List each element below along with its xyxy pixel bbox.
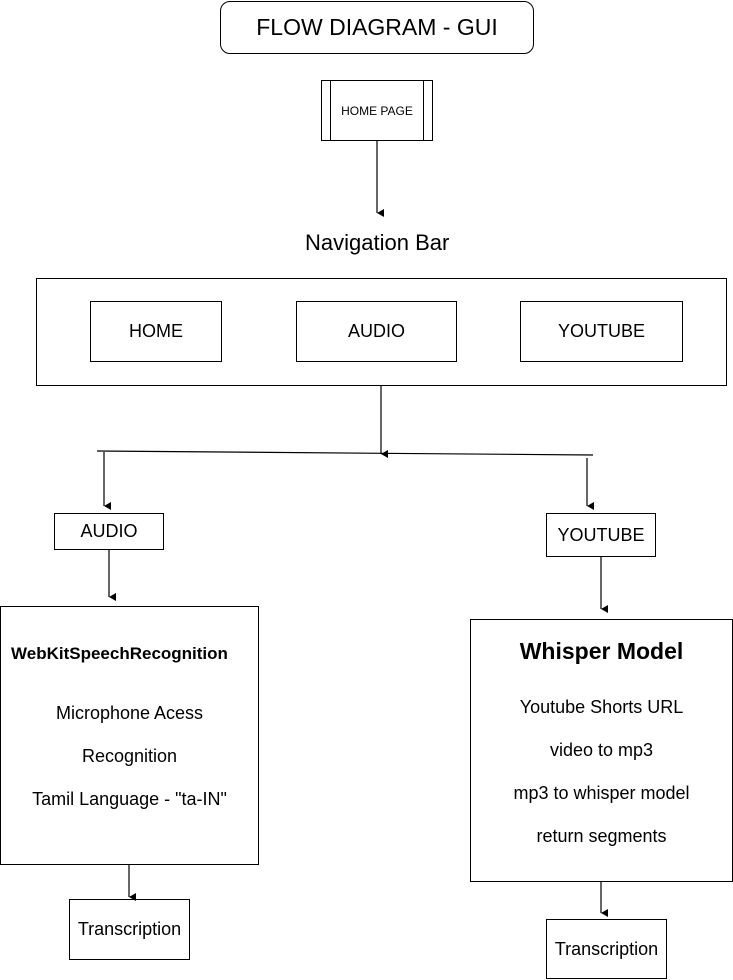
nav-bar-label: Navigation Bar <box>305 230 450 255</box>
whisper-panel-line: return segments <box>536 826 667 846</box>
audio-branch-node: AUDIO <box>54 513 164 550</box>
home-page-label: HOME PAGE <box>341 103 413 118</box>
split-line <box>96 450 594 456</box>
webkit-panel-line: Recognition <box>81 746 178 766</box>
nav-item-youtube-label: YOUTUBE <box>557 321 645 341</box>
whisper-panel-heading: Whisper Model <box>519 638 684 664</box>
youtube-branch-node: YOUTUBE <box>546 513 656 557</box>
webkit-speech-panel: WebKitSpeechRecognition Microphone Acess… <box>0 606 259 865</box>
home-page-node: HOME PAGE <box>321 80 433 141</box>
audio-transcription-label: Transcription <box>77 919 182 939</box>
process-bar-right <box>423 81 424 140</box>
diagram-title-text: FLOW DIAGRAM - GUI <box>256 14 498 40</box>
nav-item-home-label: HOME <box>129 321 183 341</box>
webkit-panel-line: Microphone Acess <box>55 703 204 723</box>
webkit-panel-heading: WebKitSpeechRecognition <box>11 644 228 663</box>
whisper-panel-line: mp3 to whisper model <box>513 783 690 803</box>
nav-item-audio-label: AUDIO <box>347 321 405 341</box>
nav-item-home: HOME <box>90 301 222 362</box>
diagram-title: FLOW DIAGRAM - GUI <box>220 1 534 54</box>
nav-item-audio: AUDIO <box>296 301 457 362</box>
youtube-transcription-label: Transcription <box>554 938 659 959</box>
audio-branch-label: AUDIO <box>80 521 138 541</box>
whisper-panel-line: Youtube Shorts URL <box>519 697 684 717</box>
whisper-panel-line: video to mp3 <box>549 740 654 760</box>
webkit-panel-line: Tamil Language - "ta-IN" <box>32 789 227 809</box>
whisper-model-panel: Whisper Model Youtube Shorts URL video t… <box>470 619 733 882</box>
process-bar-left <box>330 81 331 140</box>
youtube-transcription-node: Transcription <box>546 919 667 979</box>
youtube-branch-label: YOUTUBE <box>557 524 645 545</box>
audio-transcription-node: Transcription <box>69 899 190 960</box>
nav-item-youtube: YOUTUBE <box>520 301 683 362</box>
